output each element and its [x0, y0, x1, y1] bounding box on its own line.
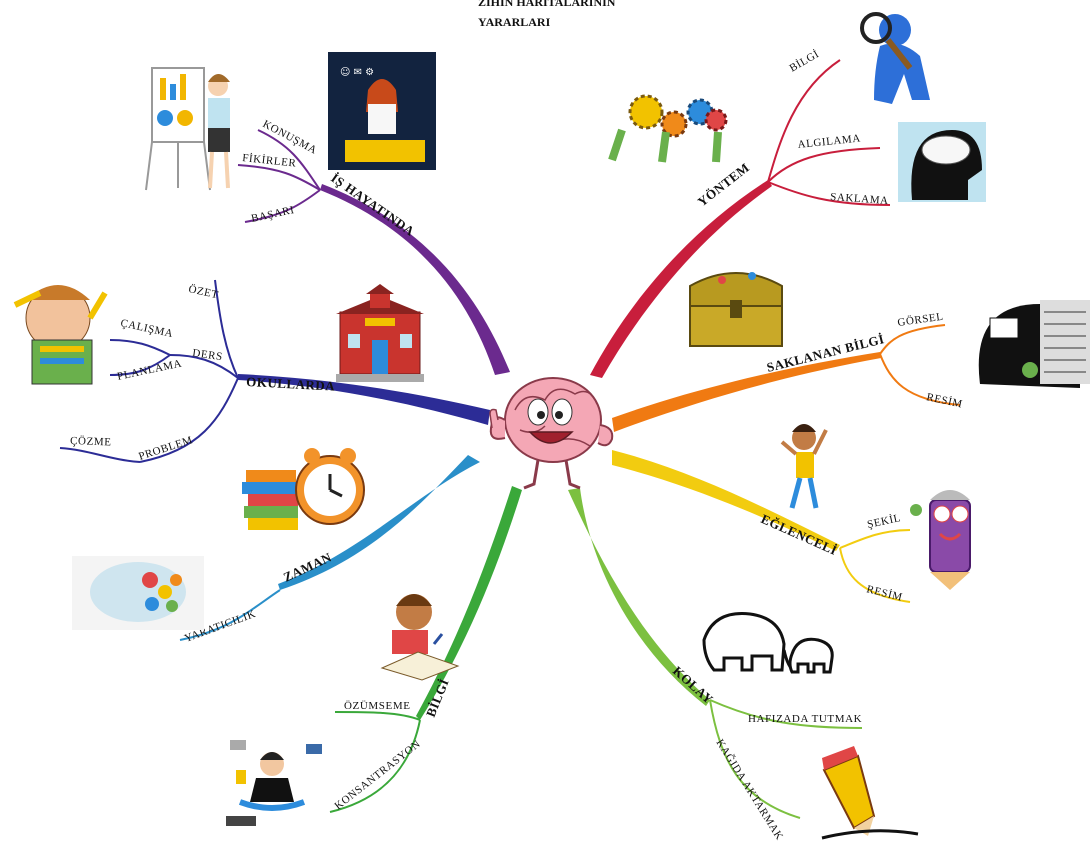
books-and-clock-icon	[242, 448, 365, 530]
svg-text:☺ ✉ ⚙: ☺ ✉ ⚙	[340, 67, 374, 78]
magnifier-figure-icon	[860, 12, 930, 104]
school-building-icon	[336, 284, 424, 382]
branch-is-hayatinda	[320, 184, 510, 375]
label-is-hayatinda: İŞ HAYATINDA	[328, 170, 417, 239]
girl-with-pencil-icon	[910, 490, 971, 590]
label-resim-eglence: RESİM	[865, 583, 903, 604]
label-kolay: KOLAY	[670, 663, 717, 707]
label-problem: PROBLEM	[137, 434, 194, 463]
label-hafizada-tutmak: HAFIZADA TUTMAK	[748, 713, 862, 725]
pencil-icon	[821, 746, 919, 840]
title-line-2: YARARLARI	[478, 15, 551, 29]
label-algilama: ALGILAMA	[797, 132, 861, 151]
colorful-brain-icon	[72, 556, 204, 630]
label-ozumseme: ÖZÜMSEME	[344, 700, 411, 712]
label-kagida-aktarmak: KAĞIDA AKTARMAK	[713, 737, 785, 842]
label-eglenceli: EĞLENCELİ	[759, 511, 840, 558]
business-woman-icon: ☺ ✉ ⚙	[328, 52, 436, 170]
label-sekil: ŞEKİL	[866, 512, 902, 531]
branch-yontem	[590, 180, 772, 378]
branch-kolay	[568, 488, 710, 706]
head-with-library-icon	[978, 300, 1090, 388]
treasure-chest-icon	[689, 272, 783, 347]
label-bilgi-yontem: BİLGİ	[788, 48, 822, 75]
elephants-icon	[702, 612, 834, 674]
label-cozme: ÇÖZME	[70, 435, 112, 448]
label-ders: DERS	[192, 347, 224, 363]
boy-writing-icon	[380, 594, 460, 681]
gear-people-icon	[608, 94, 728, 163]
label-saklama: SAKLAMA	[830, 191, 889, 207]
head-brain-icon	[898, 122, 986, 202]
label-fikirler: FİKİRLER	[242, 152, 297, 170]
label-konsantrasyon: KONSANTRASYON	[332, 738, 423, 812]
branch-eglenceli	[612, 450, 840, 551]
student-with-books-icon	[13, 285, 108, 385]
label-basari: BAŞARI	[250, 204, 295, 225]
presenter-icon	[145, 67, 230, 191]
branch-zaman	[278, 455, 480, 590]
label-okullarda: OKULLARDA	[246, 374, 336, 394]
label-resim-saklanan: RESİM	[925, 391, 963, 410]
meditation-icon	[226, 740, 322, 826]
label-calisma: ÇALIŞMA	[119, 317, 174, 340]
branch-bilgi	[416, 486, 522, 720]
label-planlama: PLANLAMA	[116, 357, 183, 382]
cartoon-brain-thumbs-up-icon	[489, 377, 614, 490]
branch-okullarda	[238, 374, 490, 425]
branch-saklanan-bilgi	[612, 352, 881, 432]
happy-child-icon	[780, 424, 828, 509]
title-line-1: ZİHİN HARİTALARININ	[478, 0, 616, 9]
